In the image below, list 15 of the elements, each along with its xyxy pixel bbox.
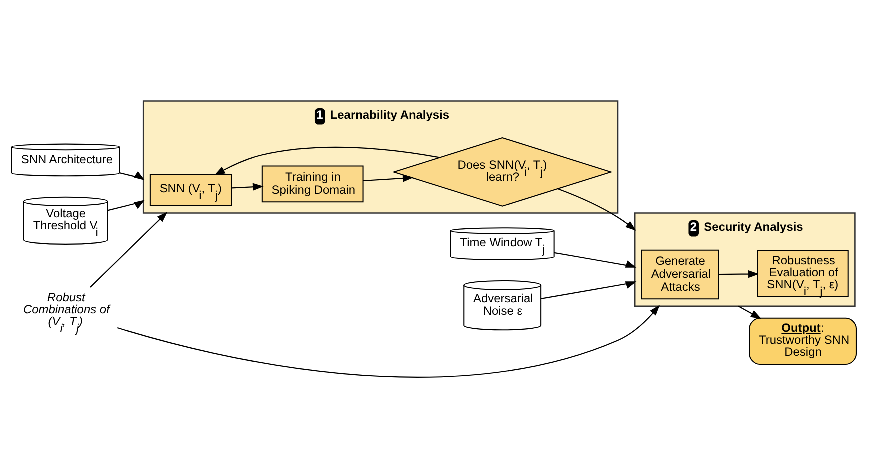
arrow: [558, 188, 636, 231]
arrow: [90, 212, 168, 288]
node-box: Training in Spiking Domain: [262, 166, 364, 203]
arrow: [738, 306, 762, 320]
node-box: Output: Trustworthy SNN Design: [749, 318, 857, 366]
arrow: [554, 252, 637, 268]
arrow: [120, 171, 145, 181]
arrow: [541, 282, 637, 300]
arrow: [232, 183, 264, 191]
arrow: [117, 305, 660, 378]
node-box: Generate Adversarial Attacks: [641, 250, 720, 300]
arrow: [719, 270, 760, 278]
arrow: [108, 200, 146, 212]
arrow: [214, 146, 440, 176]
arrow: [363, 174, 414, 182]
